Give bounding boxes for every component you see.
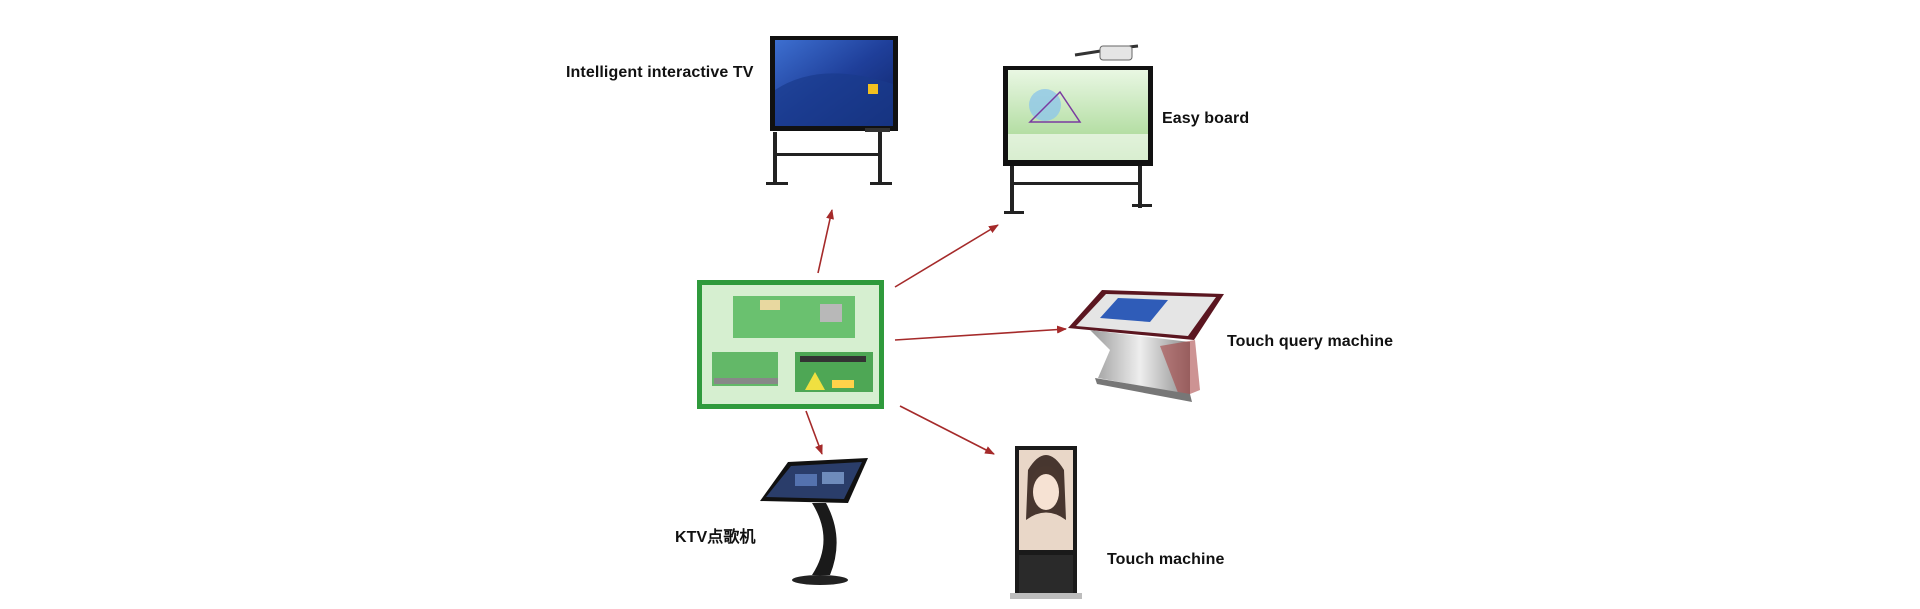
touch-controller-board-icon bbox=[697, 280, 884, 409]
label-intelligent-interactive-tv: Intelligent interactive TV bbox=[566, 64, 754, 81]
label-touch-query-machine: Touch query machine bbox=[1227, 333, 1394, 350]
connector-arrows bbox=[805, 209, 1067, 455]
easy-board-icon bbox=[1003, 44, 1153, 214]
label-easy-board: Easy board bbox=[1162, 110, 1250, 127]
touch-machine-icon bbox=[1010, 446, 1082, 599]
arrow-to-touch-query bbox=[894, 325, 1067, 341]
ktv-machine-icon bbox=[760, 458, 868, 585]
arrow-to-ktv bbox=[805, 410, 823, 455]
touch-query-machine-icon bbox=[1068, 290, 1224, 402]
arrow-to-touch-machine bbox=[899, 405, 995, 455]
label-touch-machine: Touch machine bbox=[1107, 551, 1225, 568]
label-ktv-machine: KTV点歌机 bbox=[675, 529, 756, 546]
interactive-tv-icon bbox=[766, 36, 898, 185]
arrow-to-easy-board bbox=[894, 224, 999, 288]
arrow-to-tv bbox=[817, 209, 834, 274]
